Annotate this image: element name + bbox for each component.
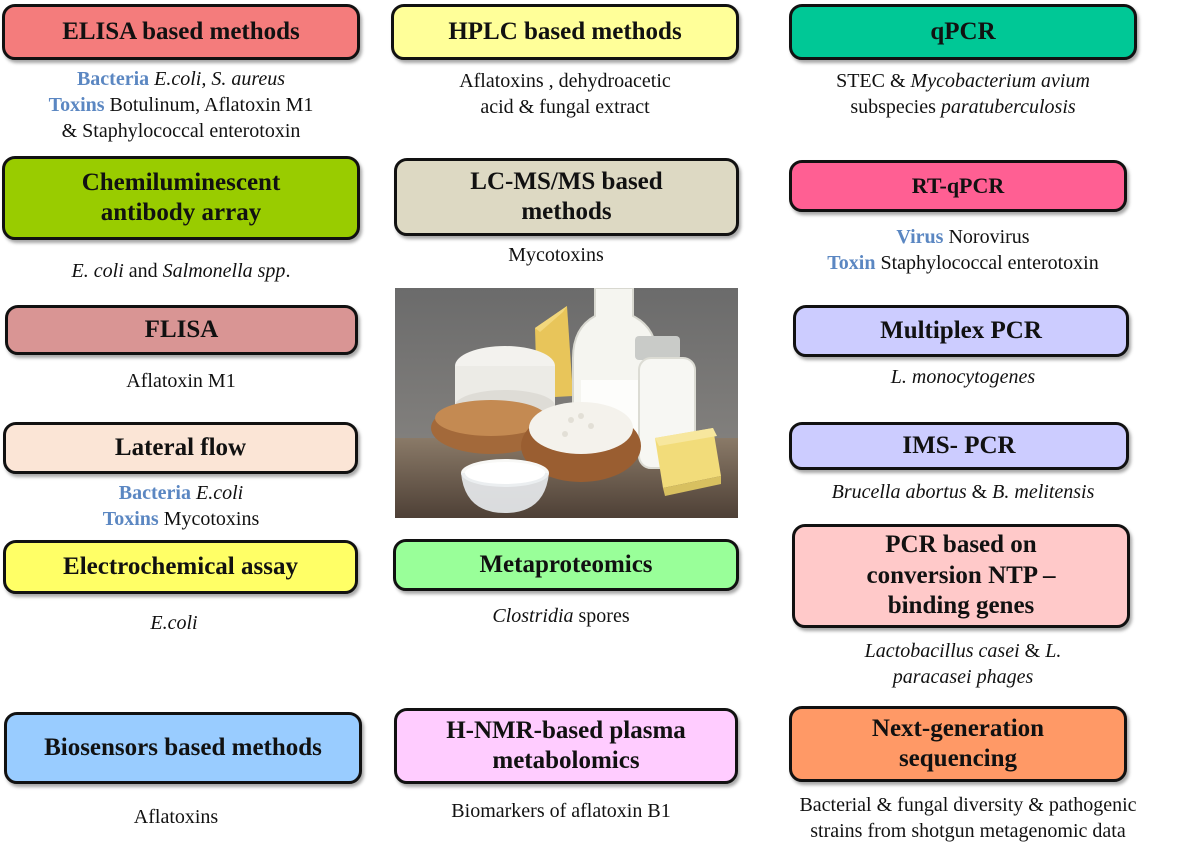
qpcr-title: qPCR xyxy=(930,17,996,45)
metaproteomics-box: Metaproteomics xyxy=(393,539,739,591)
rtqpcr-description: Virus Norovirus Toxin Staphylococcal ent… xyxy=(760,224,1166,276)
multiplex-description: L. monocytogenes xyxy=(760,364,1166,390)
ngs-title-2: sequencing xyxy=(898,745,1018,772)
rtqpcr-virus: Norovirus xyxy=(943,226,1030,248)
flisa-title: FLISA xyxy=(144,315,219,343)
dairy-products-image xyxy=(395,288,738,518)
lateral-bacteria: E.coli xyxy=(195,482,244,504)
ims-description: Brucella abortus & B. melitensis xyxy=(760,479,1166,505)
pcrntp-title-3: binding genes xyxy=(887,592,1035,620)
chemiluminescent-box: Chemiluminescent antibody array xyxy=(2,156,360,240)
elisa-box: ELISA based methods xyxy=(2,4,360,60)
multiplex-title: Multiplex PCR xyxy=(880,316,1042,344)
lateral-flow-box: Lateral flow xyxy=(3,422,358,474)
pcrntp-title-1: PCR based on xyxy=(885,531,1037,559)
elisa-description: Bacteria E.coli, S. aureus Toxins Botuli… xyxy=(0,66,362,144)
pcrntp-and: & xyxy=(1019,640,1046,662)
qpcr-organism: Mycobacterium avium xyxy=(910,70,1090,92)
electrochemical-box: Electrochemical assay xyxy=(3,540,358,594)
pcrntp-org-1: Lactobacillus casei xyxy=(864,640,1020,662)
hnmr-title-1: H-NMR-based plasma xyxy=(446,716,686,744)
biosensors-box: Biosensors based methods xyxy=(4,712,362,784)
chemi-and: and xyxy=(123,260,163,282)
hplc-line-2: acid & fungal extract xyxy=(480,96,650,118)
ims-and: & xyxy=(966,481,993,503)
lateral-description: Bacteria E.coli Toxins Mycotoxins xyxy=(0,480,362,532)
metaprot-org: Clostridia xyxy=(492,605,574,627)
chemi-description: E. coli and Salmonella spp. xyxy=(0,258,362,284)
ngs-box: Next-generation sequencing xyxy=(789,706,1127,782)
ngs-description: Bacterial & fungal diversity & pathogeni… xyxy=(760,792,1176,844)
hnmr-title-2: metabolomics xyxy=(492,747,640,774)
hplc-line-1: Aflatoxins , dehydroacetic xyxy=(459,70,671,92)
flisa-box: FLISA xyxy=(5,305,358,355)
biosensors-description: Aflatoxins xyxy=(0,804,352,830)
lcms-title-2: methods xyxy=(521,198,612,225)
chemi-org-2: Salmonella spp xyxy=(162,260,286,282)
pcrntp-title-2: conversion NTP – xyxy=(866,561,1056,589)
lateral-keyword-bacteria: Bacteria xyxy=(118,482,191,504)
metaprot-text: spores xyxy=(573,605,630,627)
lateral-title: Lateral flow xyxy=(114,433,247,461)
rtqpcr-toxin: Staphylococcal enterotoxin xyxy=(875,252,1099,274)
chemi-dot: . xyxy=(285,260,291,282)
ims-pcr-box: IMS- PCR xyxy=(789,422,1129,470)
lcms-box: LC-MS/MS based methods xyxy=(394,158,739,236)
elisa-keyword-bacteria: Bacteria xyxy=(76,68,150,90)
qpcr-subspecies: paratuberculosis xyxy=(940,96,1076,118)
rtqpcr-box: RT-qPCR xyxy=(789,160,1127,212)
multiplex-pcr-box: Multiplex PCR xyxy=(793,305,1129,357)
lateral-toxins: Mycotoxins xyxy=(158,508,260,530)
hplc-title: HPLC based methods xyxy=(448,17,682,45)
pcr-ntp-box: PCR based on conversion NTP – binding ge… xyxy=(792,524,1130,628)
biosensors-title: Biosensors based methods xyxy=(44,733,322,761)
elisa-bacteria-list: E.coli, S. aureus xyxy=(154,68,286,90)
rtqpcr-title: RT-qPCR xyxy=(911,172,1005,198)
lcms-description: Mycotoxins xyxy=(380,242,732,268)
elisa-toxins-list-cont: & Staphylococcal enterotoxin xyxy=(61,120,301,142)
flisa-description: Aflatoxin M1 xyxy=(0,368,362,394)
lcms-title-1: LC-MS/MS based xyxy=(470,167,663,195)
ngs-line-2: strains from shotgun metagenomic data xyxy=(810,820,1126,842)
ims-title: IMS- PCR xyxy=(902,431,1016,459)
rtqpcr-keyword-virus: Virus xyxy=(896,226,944,248)
qpcr-text: STEC & xyxy=(836,70,911,92)
metaprot-title: Metaproteomics xyxy=(479,550,653,578)
electro-description: E.coli xyxy=(0,610,348,636)
lcms-line: Mycotoxins xyxy=(508,244,604,266)
elisa-keyword-toxins: Toxins xyxy=(48,94,105,116)
flisa-line: Aflatoxin M1 xyxy=(126,370,236,392)
ngs-title-1: Next-generation xyxy=(871,714,1045,742)
ims-org-2: B. melitensis xyxy=(992,481,1095,503)
hnmr-line: Biomarkers of aflatoxin B1 xyxy=(451,800,671,822)
pcrntp-description: Lactobacillus casei & L. paracasei phage… xyxy=(760,638,1166,690)
hnmr-box: H-NMR-based plasma metabolomics xyxy=(394,708,738,784)
pcrntp-org-2-cont: paracasei phages xyxy=(892,666,1034,688)
hnmr-description: Biomarkers of aflatoxin B1 xyxy=(380,798,742,824)
metaprot-description: Clostridia spores xyxy=(380,603,742,629)
ims-org-1: Brucella abortus xyxy=(831,481,967,503)
hplc-description: Aflatoxins , dehydroacetic acid & fungal… xyxy=(380,68,750,120)
elisa-title: ELISA based methods xyxy=(62,17,300,45)
lateral-keyword-toxins: Toxins xyxy=(102,508,159,530)
biosensors-line: Aflatoxins xyxy=(133,806,219,828)
chemi-title-1: Chemiluminescent xyxy=(81,168,281,196)
electro-line: E.coli xyxy=(150,612,198,634)
chemi-title-2: antibody array xyxy=(100,199,262,226)
ngs-line-1: Bacterial & fungal diversity & pathogeni… xyxy=(799,794,1137,816)
pcrntp-org-2: L. xyxy=(1045,640,1062,662)
rtqpcr-keyword-toxin: Toxin xyxy=(827,252,876,274)
electro-title: Electrochemical assay xyxy=(63,552,298,580)
hplc-box: HPLC based methods xyxy=(391,4,739,60)
qpcr-description: STEC & Mycobacterium avium subspecies pa… xyxy=(760,68,1166,120)
elisa-toxins-list: Botulinum, Aflatoxin M1 xyxy=(104,94,314,116)
chemi-org-1: E. coli xyxy=(71,260,124,282)
multiplex-line: L. monocytogenes xyxy=(890,366,1036,388)
qpcr-box: qPCR xyxy=(789,4,1137,60)
qpcr-text-2: subspecies xyxy=(850,96,941,118)
